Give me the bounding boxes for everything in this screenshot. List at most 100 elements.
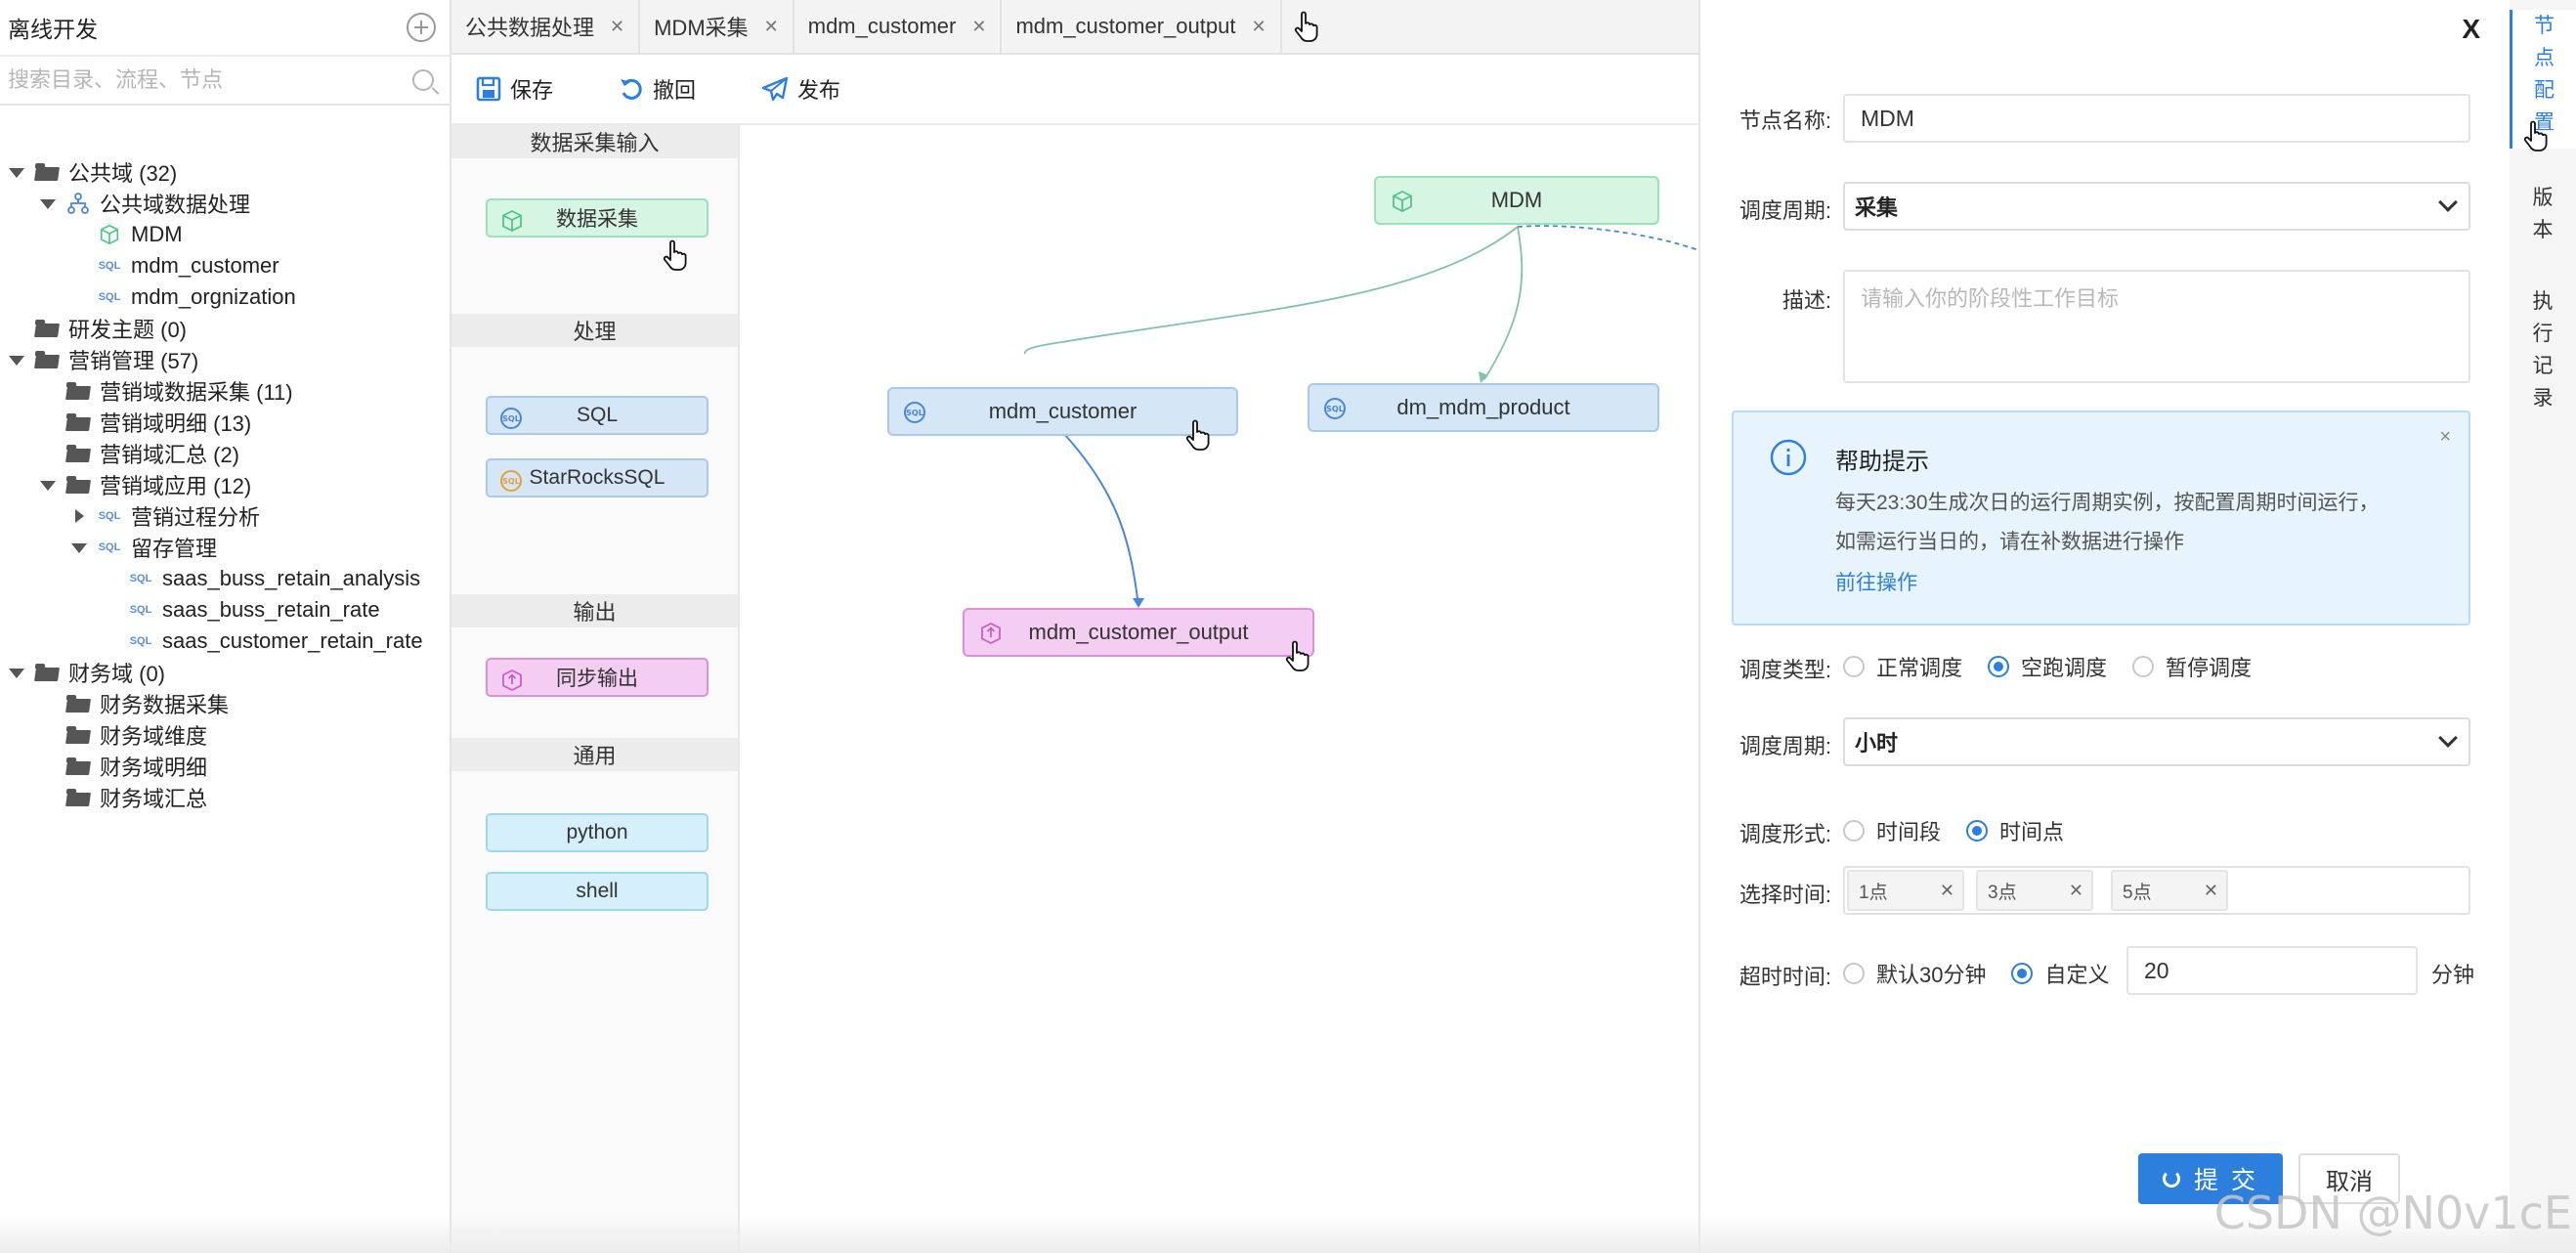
- tree-item[interactable]: 营销域明细 (13): [0, 407, 450, 438]
- tab-label: mdm_customer: [807, 14, 957, 38]
- palette-item-sql[interactable]: SQL SQL: [486, 396, 708, 435]
- tree-item-label: 研发主题 (0): [68, 318, 188, 342]
- radio[interactable]: [1988, 656, 2010, 677]
- radio[interactable]: [1843, 963, 1865, 984]
- tree-item[interactable]: 财务域汇总: [0, 782, 450, 813]
- time-tag: 1点✕: [1847, 870, 1964, 911]
- timeout-custom[interactable]: 自定义: [2011, 958, 2110, 989]
- tab-mdm-collect[interactable]: MDM采集 ✕: [640, 0, 794, 53]
- close-icon[interactable]: ×: [2439, 426, 2451, 448]
- cycle-select[interactable]: 采集: [1843, 182, 2470, 231]
- close-icon[interactable]: ✕: [971, 16, 987, 36]
- tree-item[interactable]: 财务域 (0): [0, 657, 450, 688]
- caret-right-icon[interactable]: [68, 505, 90, 527]
- close-icon[interactable]: ✕: [1939, 880, 1954, 900]
- node-name-input[interactable]: MDM: [1843, 94, 2470, 143]
- close-icon[interactable]: ✕: [763, 16, 779, 36]
- flow-canvas[interactable]: MDM SQL mdm_customer SQL dm_mdm_product …: [740, 125, 1698, 1253]
- close-panel-button[interactable]: X: [2462, 14, 2480, 44]
- hand-cursor-icon: [2523, 120, 2548, 151]
- vtab-char: 版: [2532, 187, 2554, 209]
- vtab-exec-log[interactable]: 执 行 记 录: [2510, 285, 2576, 414]
- tree-item[interactable]: 财务域维度: [0, 719, 450, 751]
- close-icon[interactable]: ✕: [1251, 16, 1267, 36]
- sched-form-period[interactable]: 时间段: [1843, 815, 1941, 846]
- tree-item-label: 财务域明细: [100, 756, 208, 780]
- vtab-node-config[interactable]: 节 点 配 置: [2510, 10, 2576, 149]
- sched-form-point[interactable]: 时间点: [1966, 815, 2064, 846]
- caret-down-icon[interactable]: [37, 474, 59, 496]
- tab-public-data-processing[interactable]: 公共数据处理 ✕: [451, 0, 641, 53]
- desc-textarea[interactable]: 请输入你的阶段性工作目标: [1843, 270, 2470, 383]
- palette-item-sync-output[interactable]: 同步输出: [486, 658, 708, 697]
- node-mdm-customer[interactable]: SQL mdm_customer: [887, 387, 1238, 436]
- node-dm-mdm-product[interactable]: SQL dm_mdm_product: [1308, 383, 1659, 432]
- tab-mdm-customer-output[interactable]: mdm_customer_output ✕: [1002, 0, 1282, 53]
- tree-item[interactable]: MDM: [0, 219, 450, 250]
- tree-item[interactable]: 公共域 (32): [0, 156, 450, 188]
- caret-down-icon[interactable]: [68, 537, 90, 558]
- palette-item-starrocks[interactable]: SQL StarRocksSQL: [486, 458, 708, 497]
- palette-item-python[interactable]: python: [486, 813, 708, 852]
- radio-label: 时间点: [1999, 820, 2065, 844]
- caret-down-icon[interactable]: [37, 193, 59, 214]
- tree-item[interactable]: 营销域汇总 (2): [0, 438, 450, 469]
- tab-bar: 公共数据处理 ✕ MDM采集 ✕ mdm_customer ✕ mdm_cust…: [451, 0, 1698, 55]
- caret-down-icon[interactable]: [6, 349, 27, 370]
- timeout-default[interactable]: 默认30分钟: [1843, 958, 1986, 989]
- tree-item-label: 营销域明细 (13): [100, 411, 252, 436]
- caret-down-icon[interactable]: [6, 161, 27, 183]
- palette-item-label: shell: [576, 880, 619, 902]
- radio-label: 时间段: [1876, 820, 1942, 844]
- vtab-version[interactable]: 版 本: [2510, 182, 2576, 246]
- node-mdm[interactable]: MDM: [1374, 176, 1659, 225]
- palette-item-shell[interactable]: shell: [486, 872, 708, 911]
- search-input[interactable]: [8, 67, 412, 93]
- tab-mdm-customer[interactable]: mdm_customer ✕: [794, 0, 1003, 53]
- tree-item[interactable]: 研发主题 (0): [0, 313, 450, 344]
- time-tag-select[interactable]: 1点✕ 3点✕ 5点✕: [1843, 866, 2470, 915]
- sched-type-normal[interactable]: 正常调度: [1843, 651, 1962, 682]
- add-icon[interactable]: [407, 13, 436, 42]
- cycle-select-2[interactable]: 小时: [1843, 717, 2470, 766]
- goto-operation-link[interactable]: 前往操作: [1835, 572, 1917, 594]
- radio[interactable]: [1843, 656, 1865, 677]
- tree-item[interactable]: 公共域数据处理: [0, 188, 450, 219]
- timeout-input[interactable]: 20: [2126, 946, 2418, 995]
- tree-item[interactable]: 财务数据采集: [0, 688, 450, 719]
- undo-button[interactable]: 撤回: [618, 73, 696, 105]
- palette-item-collect[interactable]: 数据采集: [486, 198, 708, 238]
- node-mdm-customer-output[interactable]: mdm_customer_output: [963, 608, 1314, 657]
- tree-item[interactable]: 财务域明细: [0, 751, 450, 782]
- search-icon[interactable]: [412, 69, 434, 91]
- close-icon[interactable]: ✕: [610, 16, 625, 36]
- publish-button[interactable]: 发布: [760, 73, 840, 105]
- radio[interactable]: [2132, 656, 2155, 677]
- sched-type-dry-run[interactable]: 空跑调度: [1988, 651, 2107, 682]
- tree-item-label: 财务域汇总: [100, 787, 208, 811]
- caret-placeholder: [6, 318, 27, 339]
- save-button[interactable]: 保存: [475, 73, 553, 105]
- export-icon: [502, 669, 522, 692]
- palette-item-label: 数据采集: [556, 208, 638, 231]
- radio[interactable]: [2011, 963, 2034, 984]
- tree-item[interactable]: 营销管理 (57): [0, 344, 450, 375]
- folder-icon: [66, 413, 90, 431]
- tree-item[interactable]: 营销域数据采集 (11): [0, 375, 450, 407]
- caret-down-icon[interactable]: [6, 662, 27, 683]
- sched-type-pause[interactable]: 暂停调度: [2132, 651, 2252, 682]
- radio[interactable]: [1843, 820, 1865, 842]
- submit-button[interactable]: 提 交: [2138, 1153, 2283, 1204]
- cancel-button[interactable]: 取消: [2298, 1153, 2400, 1204]
- radio[interactable]: [1966, 820, 1989, 842]
- close-icon[interactable]: ✕: [2203, 880, 2218, 900]
- tree-item[interactable]: 营销域应用 (12): [0, 469, 450, 500]
- close-icon[interactable]: ✕: [2068, 880, 2083, 900]
